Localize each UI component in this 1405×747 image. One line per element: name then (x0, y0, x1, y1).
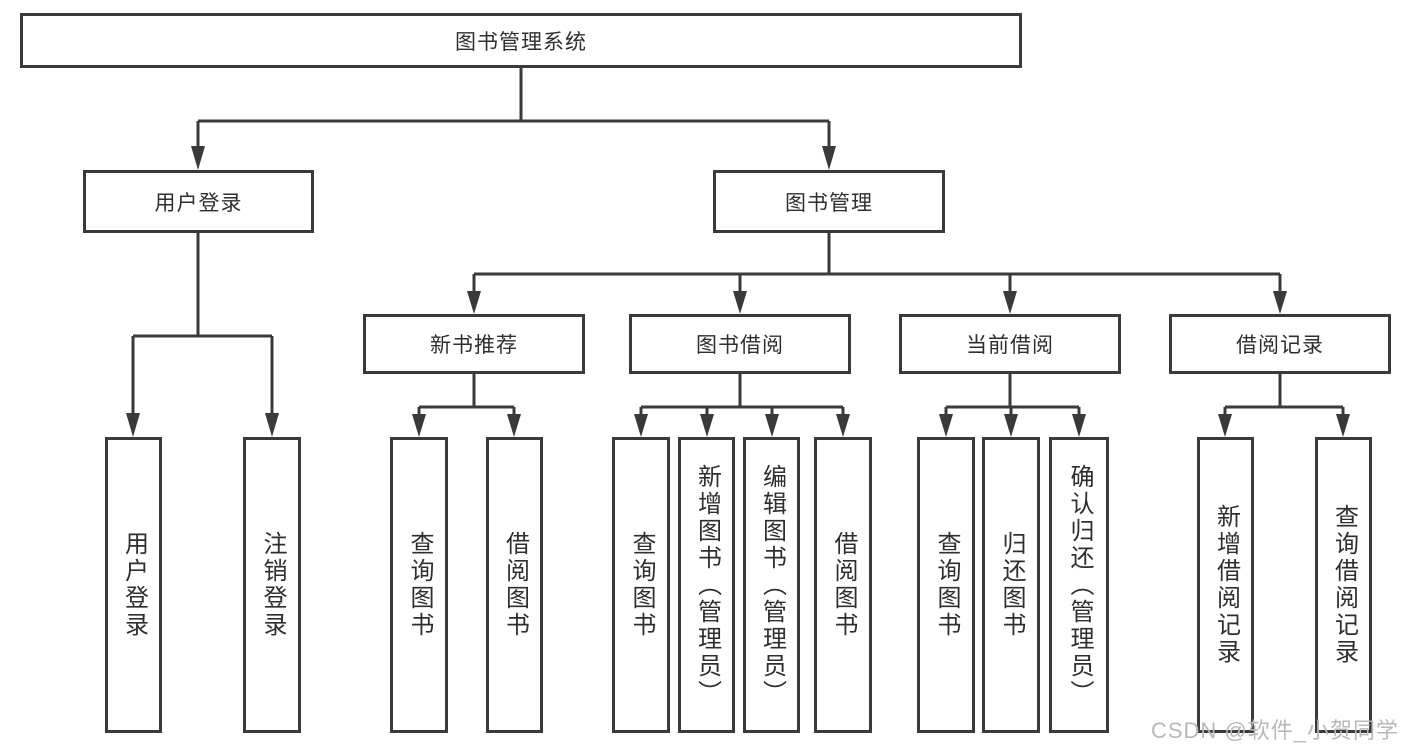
connector-userlogin-to-leaves (131, 233, 274, 415)
leaf-user-login: 用户登录 (105, 437, 162, 733)
leaf-borrow-books-borrowing: 借阅图书 (814, 437, 872, 733)
connector-current-to-leaves (944, 374, 1081, 416)
connector-borrowing-to-leaves (639, 374, 845, 416)
leaf-label: 借阅图书 (830, 531, 857, 639)
arrowheads (126, 146, 1350, 437)
leaf-return-books: 归还图书 (982, 437, 1040, 733)
node-book-management: 图书管理 (713, 170, 945, 233)
node-label: 图书管理系统 (455, 30, 587, 54)
leaf-label: 查询图书 (933, 531, 960, 639)
leaf-label: 新增借阅记录 (1212, 504, 1240, 666)
connector-bookmgmt-to-level3 (472, 233, 1282, 293)
leaf-borrow-books-newrec: 借阅图书 (486, 437, 543, 733)
node-book-borrowing: 图书借阅 (629, 314, 851, 374)
node-label: 图书借阅 (696, 334, 784, 357)
leaf-label: 归还图书 (998, 531, 1025, 639)
leaf-add-borrow-record: 新增借阅记录 (1197, 437, 1254, 733)
leaf-label: 用户登录 (120, 531, 148, 639)
connector-newrec-to-leaves (417, 374, 516, 416)
leaf-query-books-borrowing: 查询图书 (612, 437, 670, 733)
leaf-query-books-newrec: 查询图书 (390, 437, 448, 733)
node-new-book-recommend: 新书推荐 (363, 314, 585, 374)
leaf-label: 查询图书 (406, 531, 433, 639)
leaf-label: 编辑图书（管理员） (758, 463, 786, 707)
leaf-logout: 注销登录 (243, 437, 301, 733)
leaf-edit-books-admin: 编辑图书（管理员） (743, 437, 800, 733)
leaf-add-books-admin: 新增图书（管理员） (678, 437, 735, 733)
node-library-management-system: 图书管理系统 (20, 13, 1022, 68)
node-borrow-records: 借阅记录 (1169, 314, 1391, 374)
node-label: 图书管理 (785, 191, 873, 215)
node-current-borrow: 当前借阅 (899, 314, 1121, 374)
leaf-label: 确认归还（管理员） (1066, 463, 1093, 707)
leaf-query-borrow-record: 查询借阅记录 (1315, 437, 1372, 733)
leaf-label: 借阅图书 (501, 531, 529, 639)
leaf-label: 新增图书（管理员） (693, 463, 721, 707)
node-label: 当前借阅 (966, 334, 1054, 357)
connector-records-to-leaves (1223, 374, 1345, 416)
node-label: 用户登录 (154, 191, 243, 215)
connector-root-to-level2 (196, 68, 831, 148)
leaf-label: 查询图书 (628, 531, 655, 639)
leaf-confirm-return-admin: 确认归还（管理员） (1049, 437, 1109, 733)
leaf-label: 注销登录 (259, 531, 286, 639)
node-label: 新书推荐 (430, 334, 518, 357)
leaf-label: 查询借阅记录 (1330, 504, 1358, 666)
csdn-watermark: CSDN @软件_小贺同学 (1150, 718, 1399, 743)
node-user-login-group: 用户登录 (83, 170, 314, 233)
node-label: 借阅记录 (1236, 334, 1324, 357)
leaf-query-books-current: 查询图书 (917, 437, 975, 733)
